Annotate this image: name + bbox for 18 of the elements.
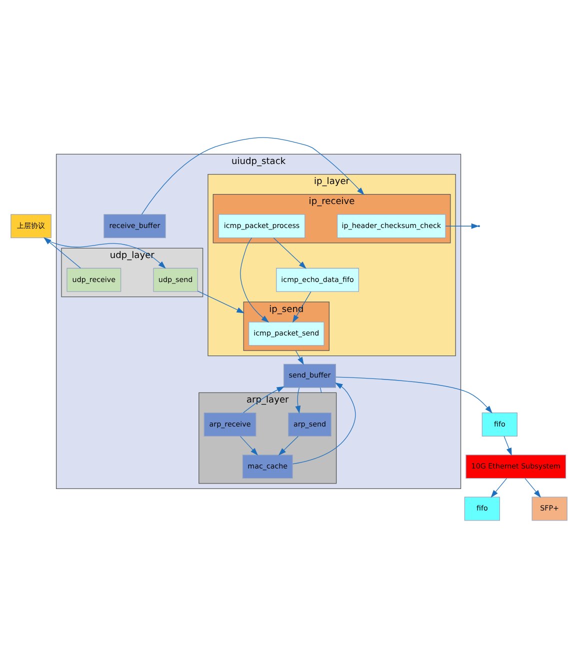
arrow [240,435,258,456]
arrow [295,386,301,414]
arrow [44,236,81,268]
arrow [292,382,356,464]
arrow [197,290,245,313]
arrow [445,222,480,228]
arrow [141,136,364,214]
connector [320,386,322,393]
arrow [295,350,304,364]
arrow [504,435,512,456]
arrow [490,478,507,498]
arrow [240,236,270,322]
arrow [44,237,166,268]
arrow [292,290,312,322]
arrow [278,435,299,455]
arrow [524,478,541,498]
arrow [273,237,306,268]
arrow [336,376,492,413]
